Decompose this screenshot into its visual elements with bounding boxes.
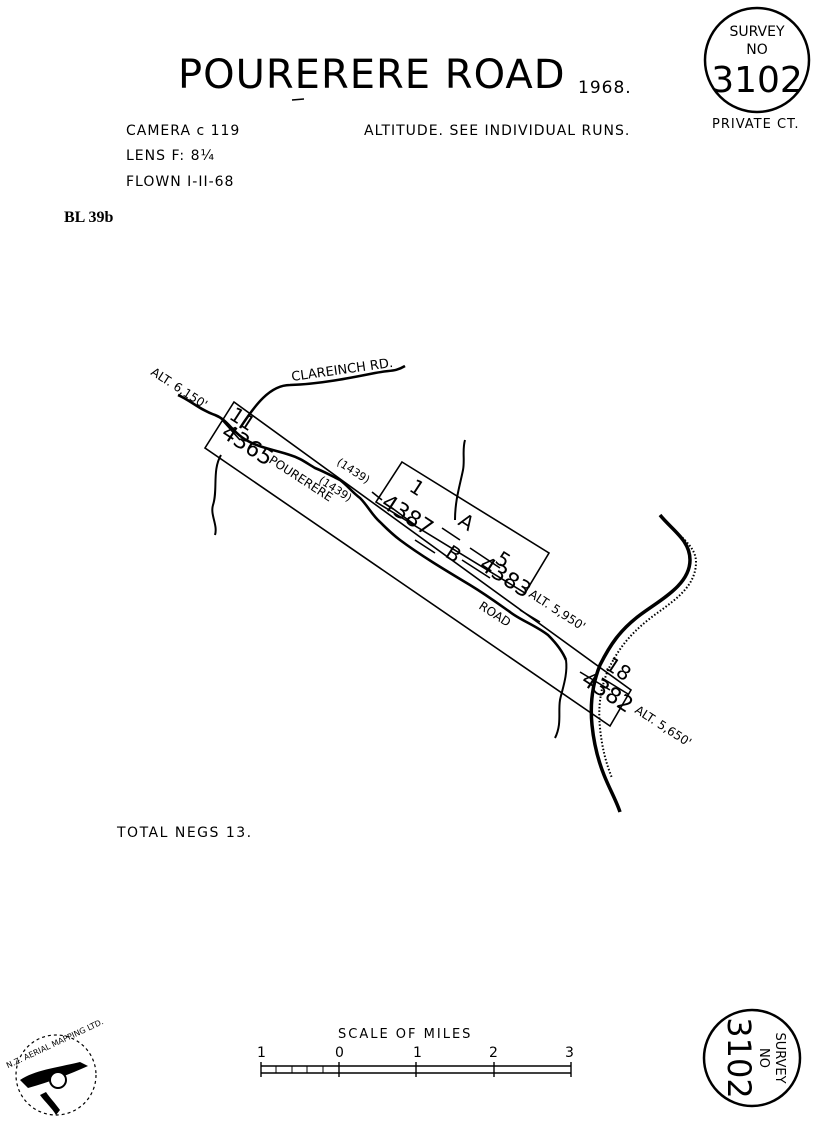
lens-info: LENS F: 8¼ xyxy=(126,148,216,164)
road-name: ROAD xyxy=(476,599,513,630)
scale-tick-label: 3 xyxy=(565,1045,574,1061)
scale-bar xyxy=(260,1062,572,1077)
scale-tick-label: 1 xyxy=(257,1045,266,1061)
logo-text: N.Z. AERIAL MAPPING LTD. xyxy=(5,1017,105,1070)
altitude-note: ALTITUDE. SEE INDIVIDUAL RUNS. xyxy=(364,123,631,139)
stream xyxy=(454,439,466,521)
survey-stamp-bottom: SURVEY NO 3102 xyxy=(702,1008,802,1108)
run-labels: 11 4365 1 4387 A 5 4383 B 18 4382 xyxy=(217,402,638,718)
negative-number: 4387 xyxy=(377,490,438,541)
camera-info: CAMERA c 119 xyxy=(126,123,241,139)
clareinch-road-label: CLAREINCH RD. xyxy=(290,356,394,385)
map-year: 1968. xyxy=(578,78,632,98)
survey-stamp-top: SURVEY NO 3102 xyxy=(703,6,811,114)
scale-tick-label: 0 xyxy=(335,1045,344,1061)
survey-label: SURVEY xyxy=(772,1032,787,1083)
frame-number: A xyxy=(454,508,479,536)
scale-tick-label: 2 xyxy=(489,1045,498,1061)
survey-number: 3102 xyxy=(711,60,803,101)
altitude-label: ALT. 5,650' xyxy=(632,703,694,750)
scale-tick-label: 1 xyxy=(413,1045,422,1061)
survey-number: 3102 xyxy=(720,1017,758,1098)
total-negatives: TOTAL NEGS 13. xyxy=(117,825,253,841)
nz-aerial-mapping-logo: N.Z. AERIAL MAPPING LTD. xyxy=(5,1017,105,1116)
reference-code: BL 39b xyxy=(64,209,114,226)
survey-label: SURVEY xyxy=(729,24,785,40)
survey-no-label: NO xyxy=(756,1048,771,1068)
stream xyxy=(211,454,222,536)
altitude-label: ALT. 6,150' xyxy=(148,365,210,412)
scale-title: SCALE OF MILES xyxy=(338,1027,473,1042)
flight-strips xyxy=(203,400,633,728)
pourerere-road xyxy=(177,393,568,661)
frame-number: 1 xyxy=(405,474,429,501)
run-reference: (1439) xyxy=(334,456,372,487)
map-title: POURERERE ROAD xyxy=(178,52,566,98)
flown-date: FLOWN I-II-68 xyxy=(126,174,235,190)
clareinch-road xyxy=(238,364,406,429)
survey-owner: PRIVATE CT. xyxy=(712,117,800,132)
stream xyxy=(554,659,568,739)
survey-no-label: NO xyxy=(746,42,768,58)
coastline xyxy=(589,513,692,813)
